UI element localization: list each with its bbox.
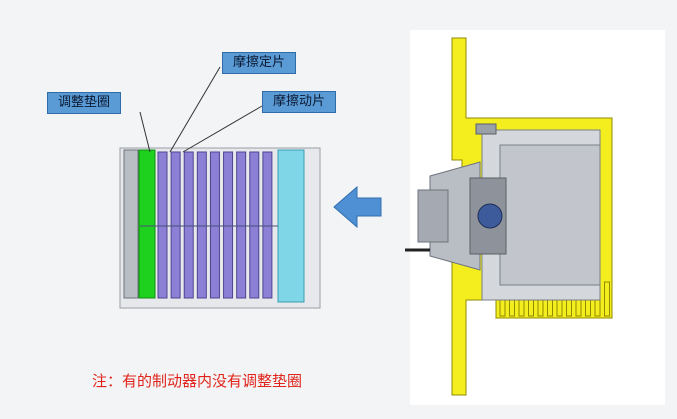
friction-plate: [262, 151, 273, 299]
friction-plate: [249, 151, 260, 299]
label-adjusting-shim: 调整垫圈: [47, 92, 122, 114]
motor-inner: [499, 144, 601, 286]
leader-shim: [139, 111, 151, 153]
bearing-core: [477, 203, 503, 229]
friction-plate: [236, 151, 247, 299]
friction-stack: [119, 147, 321, 309]
direction-arrow-icon: [333, 185, 382, 229]
label-fixed-friction-plate: 摩擦定片: [222, 52, 297, 74]
label-moving-friction-plate: 摩擦动片: [262, 91, 337, 113]
shaft-end: [417, 189, 449, 243]
friction-plate: [170, 151, 181, 299]
friction-plate: [157, 151, 168, 299]
friction-plates: [157, 151, 273, 299]
stack-cyan-end: [277, 149, 305, 303]
top-bolt: [475, 123, 497, 135]
friction-plate: [223, 151, 234, 299]
leader-fixed-plate: [169, 66, 221, 153]
stack-end-plate: [123, 149, 139, 299]
note-text: 注：有的制动器内没有调整垫圈: [92, 372, 303, 390]
friction-plate: [183, 151, 194, 299]
cooling-fin: [604, 281, 610, 317]
leader-moving-plate: [182, 105, 263, 153]
friction-plate: [209, 151, 220, 299]
adjusting-shim: [138, 149, 156, 299]
brake-cross-section: [405, 30, 665, 405]
friction-plate: [196, 151, 207, 299]
